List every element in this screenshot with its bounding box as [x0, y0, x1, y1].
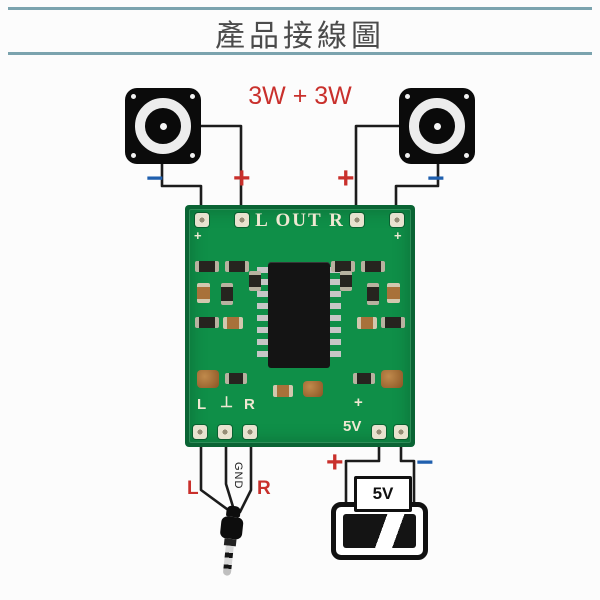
speaker-center-dot [433, 122, 441, 130]
pcb-out-label: L OUT R [255, 210, 345, 231]
screw-dot-icon [190, 94, 195, 99]
pcb-channel-right-label: R [244, 396, 255, 413]
smd-resistor [353, 373, 375, 384]
pad-out-right-pos [350, 213, 364, 227]
smd-capacitor [357, 317, 377, 329]
pcb-power-plus-label: + [354, 394, 363, 411]
pcb-channel-gnd-label: ⊥ [220, 394, 234, 411]
battery-voltage-text: 5V [372, 484, 394, 503]
speaker-center-dot [159, 122, 167, 130]
power-rating-label: 3W + 3W [248, 82, 352, 110]
wire-audio-left [199, 440, 233, 514]
speaker-left [125, 88, 201, 164]
smd-capacitor [197, 283, 210, 303]
wire-power-plus [344, 440, 381, 506]
silkscreen-plus-left: + [194, 228, 202, 243]
screw-dot-icon [464, 94, 469, 99]
pad-audio-gnd [218, 425, 232, 439]
plug-tip [222, 545, 234, 577]
screw-dot-icon [131, 153, 136, 158]
header-rule-bottom [8, 52, 592, 55]
smd-resistor [195, 261, 219, 272]
ic-pins-right [330, 267, 341, 363]
battery-fill [343, 514, 416, 548]
audio-gnd-label: GND [232, 462, 244, 490]
left-speaker-plus-label: + [233, 162, 251, 195]
pcb-channel-left-label: L [197, 396, 207, 413]
plug-body [219, 515, 244, 540]
screw-dot-icon [190, 153, 195, 158]
battery-minus-label: − [416, 446, 434, 479]
battery-voltage-tag: 5V [354, 476, 412, 512]
electrolytic-capacitor [303, 381, 323, 397]
wire-audio-right [238, 440, 253, 514]
smd-resistor [249, 271, 261, 291]
smd-capacitor [273, 385, 293, 397]
smd-resistor [361, 261, 385, 272]
silkscreen-plus-right: + [394, 228, 402, 243]
ic-pins-left [257, 267, 268, 363]
smd-resistor [331, 261, 355, 272]
left-speaker-minus-label: − [146, 162, 164, 195]
audio-left-channel-label: L [187, 478, 199, 499]
wire-right-speaker-pos [354, 124, 401, 216]
electrolytic-capacitor [381, 370, 403, 388]
screw-dot-icon [405, 153, 410, 158]
smd-resistor [221, 283, 233, 305]
pad-power-plus [372, 425, 386, 439]
smd-resistor [367, 283, 379, 305]
pad-audio-left [193, 425, 207, 439]
right-speaker-minus-label: − [427, 162, 445, 195]
wire-left-speaker-neg [160, 162, 203, 216]
amplifier-board: + + L OUT R L ⊥ R + [185, 205, 415, 447]
screw-dot-icon [405, 94, 410, 99]
smd-resistor [195, 317, 219, 328]
smd-resistor [381, 317, 405, 328]
right-speaker-plus-label: + [337, 162, 355, 195]
pad-out-left-neg [195, 213, 209, 227]
pad-power-minus [394, 425, 408, 439]
smd-resistor [225, 261, 249, 272]
header-rule-top [8, 7, 592, 10]
screw-dot-icon [131, 94, 136, 99]
wire-power-minus [399, 440, 416, 506]
electrolytic-capacitor [197, 370, 219, 388]
wire-left-speaker-pos [199, 124, 243, 216]
smd-capacitor [387, 283, 400, 303]
pad-audio-right [243, 425, 257, 439]
smd-resistor [225, 373, 247, 384]
pad-out-right-neg [390, 213, 404, 227]
smd-resistor [340, 271, 352, 291]
speaker-cone-icon [135, 98, 191, 154]
pcb-power-voltage-label: 5V [343, 418, 362, 435]
screw-dot-icon [464, 153, 469, 158]
speaker-cone-icon [409, 98, 465, 154]
wire-right-speaker-neg [394, 162, 440, 216]
page-title: 產品接線圖 [215, 20, 385, 53]
smd-capacitor [223, 317, 243, 329]
speaker-right [399, 88, 475, 164]
wire-audio-gnd [224, 440, 236, 512]
audio-right-channel-label: R [257, 478, 271, 499]
pad-out-left-pos [235, 213, 249, 227]
ic-chip [268, 262, 330, 368]
battery-plus-label: + [326, 446, 344, 479]
